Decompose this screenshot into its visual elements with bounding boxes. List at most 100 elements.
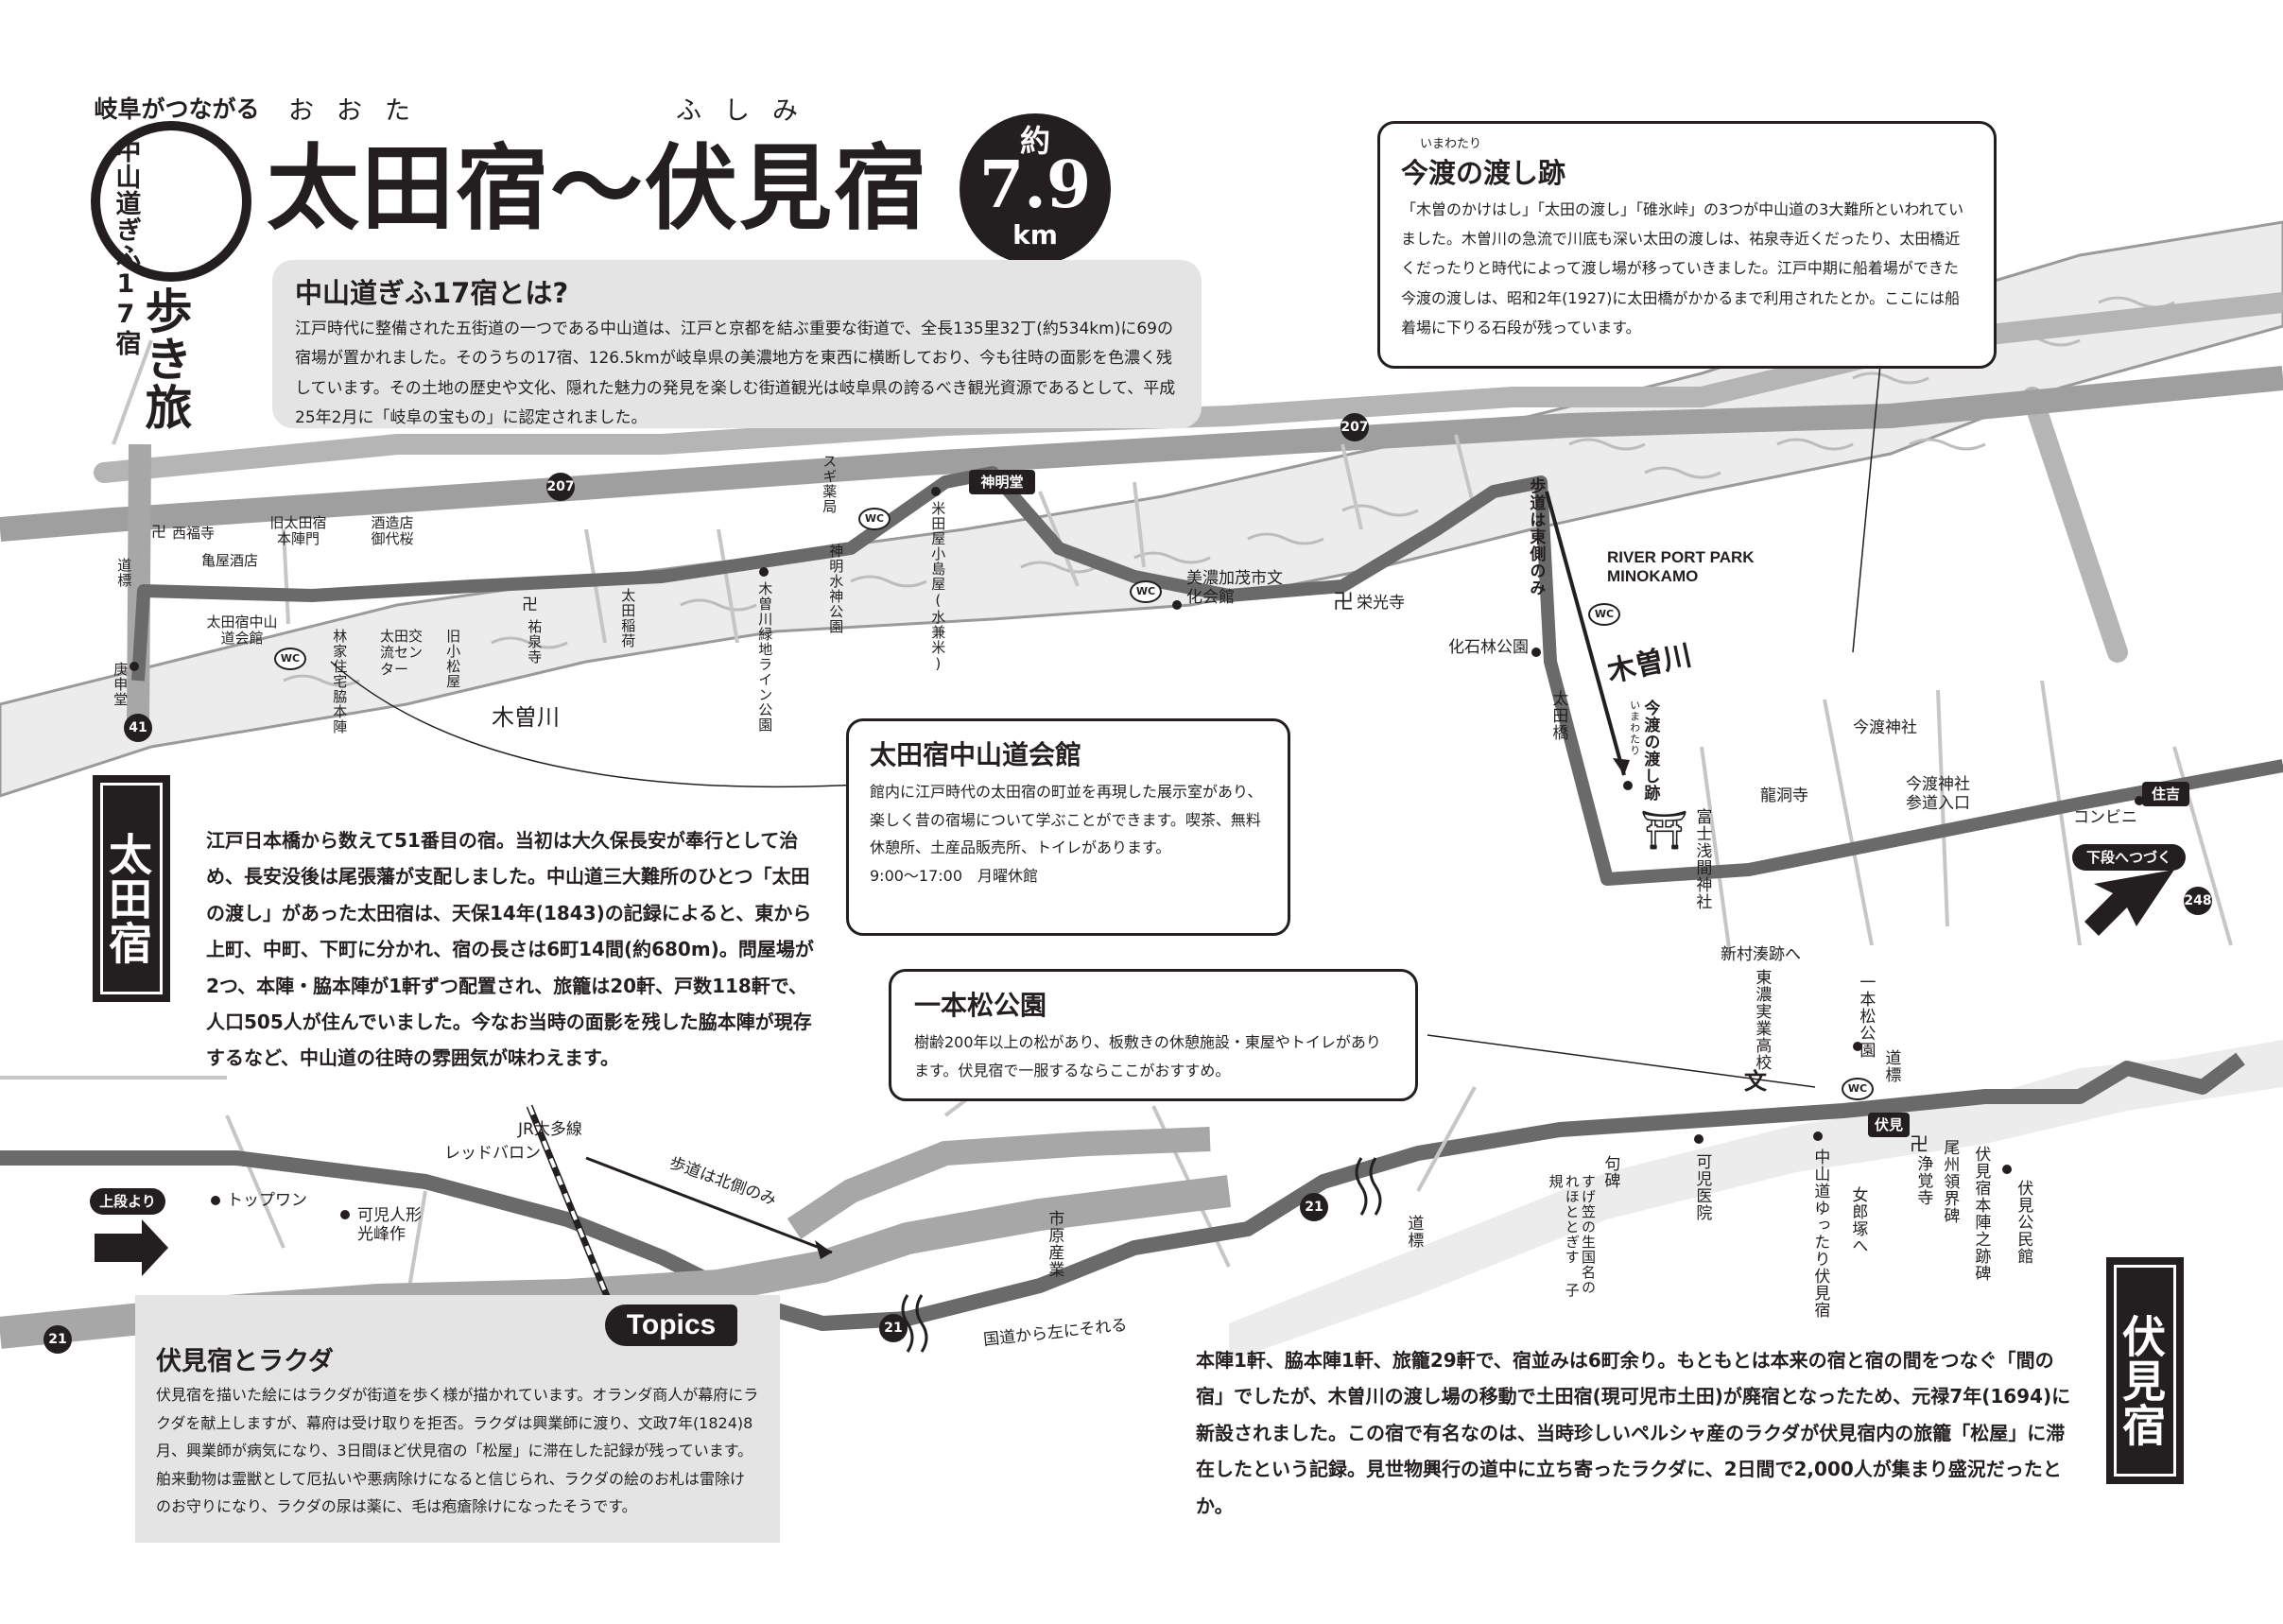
toilet-icon: WC [1588,603,1620,626]
label-jr-taita: JR太多線 [518,1120,582,1139]
label-shinmei-park: 神明水神公園 [827,544,845,634]
imawatari-title: 今渡の渡し跡 [1401,157,1566,189]
label-imawatari-ruby: いまわたり [1628,700,1641,756]
label-ota-kaikan: 太田宿中山道会館 [206,613,278,648]
label-owari-boundary: 尾州領界碑 [1940,1139,1960,1224]
to-lower-tag[interactable]: 下段へつづく [2072,844,2186,871]
toilet-icon: WC [274,648,306,670]
label-kuhi-text: すげ笠の生国名のれほととぎす 子規 [1547,1174,1598,1298]
intro-title: 中山道ぎふ17宿とは? [295,277,569,309]
label-ryudoji: 龍洞寺 [1760,786,1808,805]
toilet-icon: WC [1842,1078,1874,1100]
label-yoneda: 米田屋小島屋(水兼米) [929,501,947,673]
ota-section-label: 太田宿 [93,775,170,1002]
brand-vertical-title: 中山道ぎふ17宿 [111,137,141,356]
label-yusenji: 祐泉寺 [526,619,544,665]
label-conbini: コンビニ [2073,808,2137,827]
label-komatsuya: 旧小松屋 [444,629,462,689]
ruby-fushimi: ふしみ [676,96,821,126]
from-upper-arrow [95,1219,168,1276]
fushimi-section-body: 本陣1軒、脇本陣1軒、旅籠29軒で、宿並みは6町余り。もともとは本来の宿と宿の間… [1196,1349,2071,1517]
label-fuji-sengen: 富士浅間神社 [1692,808,1712,910]
label-honjin-gate: 旧太田宿本陣門 [269,514,327,548]
label-kominkan: 太田交流センター [380,628,424,678]
distance-unit: km [1012,219,1058,251]
from-upper-tag[interactable]: 上段より [90,1188,165,1215]
ota-section-body: 江戸日本橋から数えて51番目の宿。当初は大久保長安が奉行として治め、長安没後は尾… [206,829,814,1070]
dot-kiso-green [759,567,769,577]
label-fushimi-honjin: 伏見宿本陣之跡碑 [1971,1146,1991,1282]
kaikan-title: 太田宿中山道会館 [870,739,1082,770]
label-ota-bridge: 太田橋 [1548,690,1568,741]
kaikan-body: 館内に江戸時代の太田宿の町並を再現した展示室があり、楽しく昔の宿場について学ぶこ… [870,783,1263,857]
toilet-icon: WC [1130,580,1162,603]
dot-kani-hospital [1694,1134,1704,1144]
label-saihoji: 西福寺 [172,525,216,542]
route-207 [0,366,2283,542]
dot-ipponmatsu [1853,1042,1862,1051]
river-break-marks [901,1157,1382,1353]
label-ipponmatsu-park: 一本松公園 [1856,974,1876,1059]
dot-koshindo [130,662,139,671]
school-icon: 文 [1744,1068,1767,1095]
label-dohyo-mid: 道標 [1404,1215,1424,1249]
route-badge-248: 248 [2184,887,2212,915]
dot-yoneda [931,487,941,496]
label-jokakuji: 浄覚寺 [1913,1155,1933,1206]
distance-value: 7.9 [978,147,1092,223]
label-dohyo-bot: 道標 [1881,1049,1901,1083]
distance-prefix: 約 [1019,123,1050,159]
kaikan-hours: 9:00～17:00 月曜休館 [870,866,1039,885]
ota-bridge-arrow [1545,491,1626,776]
label-river-port: RIVER PORT PARK MINOKAMO [1607,548,1755,586]
shinmeido-signal: 神明堂 [969,470,1035,494]
temple-icon: 卍 [1333,591,1355,614]
distance-badge: 約 7.9 km [960,113,1111,265]
dot-conbini [2135,796,2144,805]
continue-arrow [2084,870,2174,936]
imawatari-ruby: いまわたり [1420,137,1482,151]
label-koshindo: 庚申堂 [112,662,130,707]
ipponmatsu-body: 樹齢200年以上の松があり、板敷きの休憩施設・東屋やトイレがあります。伏見宿で一… [914,1033,1381,1080]
label-kisogawa-mid: 木曽川 [492,704,560,731]
label-fushimi-kominkan: 伏見公民館 [2014,1180,2033,1265]
label-eikoji: 栄光寺 [1357,594,1405,613]
intro-body: 江戸時代に整備された五街道の一つである中山道は、江戸と京都を結ぶ重要な街道で、全… [295,320,1176,428]
dot-yuttari [1813,1132,1823,1141]
torii-icon: ⛩ [1640,809,1688,853]
fushimi-section-label: 伏見宿 [2106,1257,2184,1484]
route-badge-21b: 21 [879,1314,908,1342]
temple-icon: 卍 [522,596,538,614]
route-badge-41: 41 [124,714,152,742]
route-badge-21a: 21 [43,1325,72,1354]
label-kuhi: 句碑 [1600,1155,1620,1189]
label-onnarozaka: 女郎塚へ [1848,1186,1868,1254]
temple-icon: 卍 [151,523,167,541]
route-21-upper [787,1127,1211,1239]
label-wakihonjin: 林家住宅脇本陣 [331,629,349,734]
ipponmatsu-panel: 一本松公園 樹齢200年以上の松があり、板敷きの休憩施設・東屋やトイレがあります… [889,969,1418,1101]
nakasendo-route-lower [0,1052,2245,1331]
label-sugi-drug: スギ薬局 [821,454,839,514]
kiso-river-lower [1229,1040,2283,1361]
fushimi-signal: 伏見 [1868,1113,1910,1137]
dot-minokamo-hall [1172,600,1182,610]
toilet-icon: WC [858,508,891,530]
brand-tagline: 岐阜がつながる [94,95,260,123]
label-kani-doll: 可児人形光峰作 [357,1206,422,1245]
dot-kaseki-park [1531,648,1541,657]
north-walkway-arrow [585,1156,833,1254]
imawatari-body: 「木曽のかけはし」「太田の渡し」「碓氷峠」の3つが中山道の3大難所といわれていま… [1401,200,1964,337]
label-dohyo-top: 道標 [115,558,133,588]
topics-tag: Topics [605,1304,737,1346]
label-hodo-east: 歩道は東側のみ [1526,477,1546,596]
dot-fushimi-kominkan [2002,1165,2012,1174]
sumiyoshi-signal: 住吉 [2142,782,2189,806]
label-yuttari: 中山道ゆったり伏見宿 [1810,1149,1830,1319]
label-kiso-green: 木曽川緑地ライン公園 [756,581,774,733]
page-title: 太田宿～伏見宿 [267,135,929,243]
nakasendo-route-upper [131,466,2283,886]
kaikan-panel: 太田宿中山道会館 館内に江戸時代の太田宿の町並を再現した展示室があり、楽しく昔の… [846,718,1290,936]
route-badge-21c: 21 [1300,1193,1328,1221]
label-sake-shop: 酒造店御代桜 [371,514,414,548]
